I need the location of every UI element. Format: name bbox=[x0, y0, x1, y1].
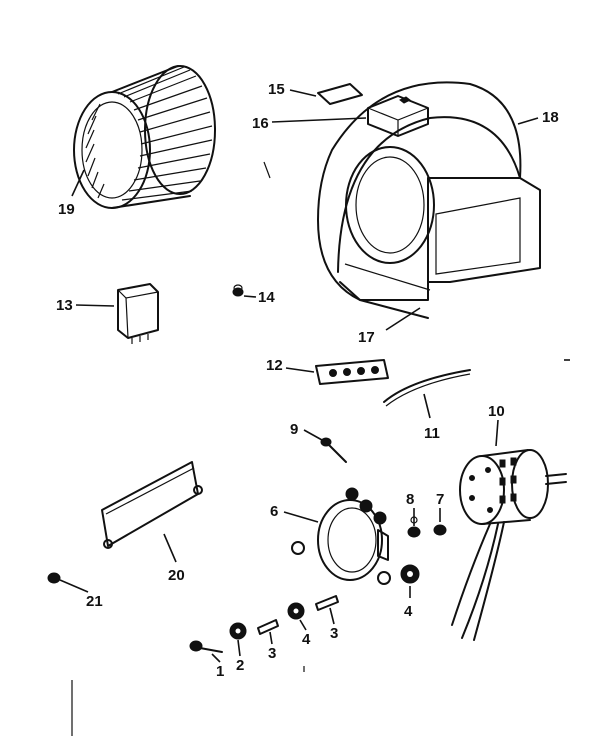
callout-16: 16 bbox=[252, 115, 269, 132]
callout-1: 1 bbox=[216, 663, 224, 680]
callout-7: 7 bbox=[436, 491, 444, 508]
spacer-3-left-part bbox=[257, 619, 279, 635]
callout-13: 13 bbox=[56, 297, 73, 314]
motor-part bbox=[451, 449, 567, 641]
callout-8: 8 bbox=[406, 491, 414, 508]
callout-2: 2 bbox=[236, 657, 244, 674]
cover-plate-part bbox=[317, 83, 363, 105]
grommet-right-part bbox=[400, 564, 420, 584]
nut-7-part bbox=[433, 524, 447, 536]
motor-mount-part bbox=[291, 487, 391, 585]
callout-19: 19 bbox=[58, 201, 75, 218]
callout-labels: 15 16 18 19 13 14 17 12 11 10 9 8 7 6 4 … bbox=[56, 81, 559, 680]
callout-4-right: 4 bbox=[404, 603, 413, 620]
mounting-bracket-part bbox=[101, 461, 203, 549]
nut-14-part bbox=[232, 284, 244, 297]
scan-marks bbox=[71, 161, 570, 736]
grommet-2-part bbox=[229, 622, 247, 640]
callout-9: 9 bbox=[290, 421, 298, 438]
bolt-9-part bbox=[320, 437, 347, 463]
spacer-3-right-part bbox=[315, 595, 339, 611]
callout-18: 18 bbox=[542, 109, 559, 126]
blower-wheel-part bbox=[73, 65, 216, 209]
callout-20: 20 bbox=[168, 567, 185, 584]
callout-21: 21 bbox=[86, 593, 103, 610]
blower-housing-part bbox=[317, 81, 541, 319]
callout-12: 12 bbox=[266, 357, 283, 374]
leader-lines bbox=[59, 89, 539, 663]
capacitor-part bbox=[117, 283, 159, 344]
callout-15: 15 bbox=[268, 81, 285, 98]
callout-3-right: 3 bbox=[330, 625, 338, 642]
callout-17: 17 bbox=[358, 329, 375, 346]
grommet-4-bottom-part bbox=[287, 602, 305, 620]
wire-11-part bbox=[383, 369, 471, 407]
junction-box-part bbox=[367, 95, 429, 137]
callout-6: 6 bbox=[270, 503, 278, 520]
callout-10: 10 bbox=[488, 403, 505, 420]
callout-4-bottom: 4 bbox=[302, 631, 311, 648]
screw-21-part bbox=[47, 572, 61, 584]
terminal-strip-part bbox=[315, 359, 389, 385]
callout-11: 11 bbox=[424, 425, 440, 442]
callout-14: 14 bbox=[258, 289, 275, 306]
bolt-1-part bbox=[189, 640, 223, 653]
callout-3-left: 3 bbox=[268, 645, 276, 662]
